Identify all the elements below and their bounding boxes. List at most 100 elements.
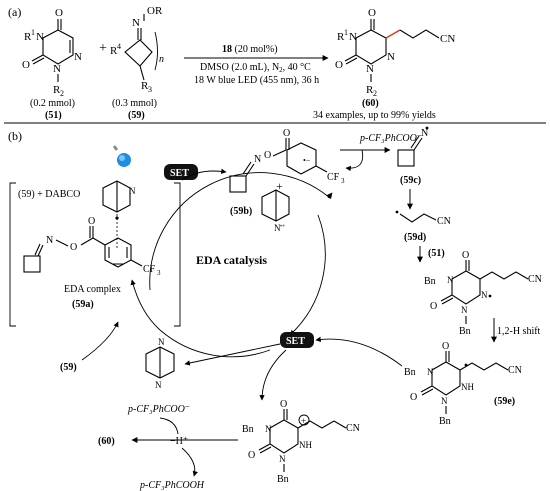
svg-text:p-CF₃PhCOOH: p-CF₃PhCOOH bbox=[139, 480, 205, 491]
plus-sign: + bbox=[99, 41, 107, 56]
svg-text:•−: •− bbox=[303, 156, 311, 165]
svg-text:R: R bbox=[366, 84, 374, 96]
svg-text:R: R bbox=[24, 31, 32, 43]
conditions-arrow: 18 (20 mol%) DMSO (2.0 mL), N2, 40 °C 18… bbox=[184, 44, 329, 86]
svg-text:EDA complex: EDA complex bbox=[64, 284, 121, 295]
deprotonation-step: (60) −H⁺ p-CF₃PhCOO⁻ p-CF₃PhCOOH bbox=[98, 404, 238, 491]
arrow-59e-to-set bbox=[315, 336, 403, 367]
svg-text:SET: SET bbox=[170, 168, 189, 179]
reactant-51: O O R 1 N N N R 2 (0.2 mmol) (51) bbox=[22, 7, 82, 121]
catalytic-cycle: EDA catalysis bbox=[130, 172, 333, 358]
reactant-51-id: (51) bbox=[45, 110, 62, 121]
svg-text:(59a): (59a) bbox=[72, 299, 94, 310]
svg-text:CF: CF bbox=[143, 264, 156, 275]
svg-text:OR: OR bbox=[147, 5, 163, 17]
svg-text:N: N bbox=[158, 337, 165, 347]
svg-text:1: 1 bbox=[31, 28, 35, 37]
svg-text:N: N bbox=[421, 128, 428, 139]
svg-text:O: O bbox=[88, 216, 95, 227]
svg-text:O: O bbox=[410, 392, 417, 403]
eda-complex-59a: (59) + DABCO N CF 3 O O N EDA complex (5… bbox=[9, 180, 181, 327]
species-59d: CN (59d) (51) bbox=[395, 210, 451, 263]
svg-text:N: N bbox=[53, 63, 61, 75]
svg-text:N: N bbox=[481, 290, 488, 300]
svg-text:O: O bbox=[283, 128, 290, 139]
svg-text:N: N bbox=[427, 367, 434, 377]
svg-text:1: 1 bbox=[344, 28, 348, 37]
svg-text:(60): (60) bbox=[98, 436, 115, 447]
svg-text:n: n bbox=[159, 54, 164, 65]
svg-text:CN: CN bbox=[508, 365, 522, 376]
species-59c: p-CF₃PhCOO⁻ N (59c) bbox=[340, 126, 429, 210]
product-60-id: (60) bbox=[362, 98, 379, 109]
svg-text:N: N bbox=[349, 31, 357, 43]
svg-text:N: N bbox=[36, 31, 44, 43]
arrow-set-to-cation bbox=[259, 349, 287, 401]
svg-text:O: O bbox=[55, 7, 63, 19]
svg-text:R: R bbox=[337, 31, 345, 43]
svg-text:CN: CN bbox=[528, 274, 542, 285]
reactant-59-amount: (0.3 mmol) bbox=[112, 98, 157, 109]
svg-text:SET: SET bbox=[286, 336, 305, 347]
svg-text:CN: CN bbox=[437, 216, 451, 227]
reactant-51-amount: (0.2 mmol) bbox=[30, 98, 75, 109]
product-60: O O R 1 N N N CN R 2 (60) 34 examples, u… bbox=[313, 7, 455, 121]
panel-b-label: (b) bbox=[8, 129, 22, 143]
svg-text:(59d): (59d) bbox=[404, 232, 426, 243]
species-59b: N O O •− CF 3 + N •+ (59b) bbox=[229, 128, 345, 233]
svg-text:3: 3 bbox=[341, 177, 345, 185]
svg-text:O: O bbox=[430, 301, 437, 312]
svg-text:3: 3 bbox=[157, 269, 161, 277]
product-yield-note: 34 examples, up to 99% yields bbox=[313, 110, 436, 121]
radical-adduct: O N N N Bn O Bn CN bbox=[424, 250, 542, 337]
arrow-eda-to-59b bbox=[181, 168, 227, 181]
svg-text:(59) + DABCO: (59) + DABCO bbox=[18, 189, 80, 200]
svg-text:R: R bbox=[53, 84, 61, 96]
svg-text:O: O bbox=[280, 399, 287, 410]
svg-text:O: O bbox=[264, 150, 271, 161]
svg-text:Bn: Bn bbox=[439, 416, 451, 427]
svg-text:N: N bbox=[441, 396, 448, 406]
dabco-regen: N N (59) bbox=[60, 321, 281, 390]
svg-text:+: + bbox=[301, 416, 306, 426]
svg-text:N: N bbox=[279, 454, 286, 464]
svg-text:Bn: Bn bbox=[459, 326, 471, 337]
svg-text:R: R bbox=[110, 45, 118, 57]
reactant-59-id: (59) bbox=[128, 110, 145, 121]
svg-text:p-CF₃PhCOO⁻: p-CF₃PhCOO⁻ bbox=[127, 404, 190, 415]
svg-text:18 W blue LED (455 nm), 36 h: 18 W blue LED (455 nm), 36 h bbox=[194, 75, 319, 86]
svg-text:N: N bbox=[447, 275, 454, 285]
svg-text:O: O bbox=[335, 59, 343, 71]
svg-text:−H⁺: −H⁺ bbox=[170, 436, 188, 447]
species-59e: O Bn N O NH N Bn CN (59e) bbox=[404, 341, 522, 427]
svg-text:DMSO (2.0 mL), N2, 40 °C: DMSO (2.0 mL), N2, 40 °C bbox=[200, 62, 311, 74]
svg-text:18 (20 mol%): 18 (20 mol%) bbox=[222, 44, 278, 55]
svg-text:N: N bbox=[461, 305, 468, 315]
svg-text:O: O bbox=[368, 7, 376, 19]
svg-text:4: 4 bbox=[117, 42, 121, 51]
svg-text:(59): (59) bbox=[60, 362, 77, 373]
svg-text:•+: •+ bbox=[280, 224, 286, 230]
svg-text:O: O bbox=[70, 242, 77, 253]
svg-text:2: 2 bbox=[60, 89, 64, 98]
svg-text:O: O bbox=[462, 250, 469, 261]
svg-text:p-CF₃PhCOO⁻: p-CF₃PhCOO⁻ bbox=[359, 133, 422, 144]
set-badge-top: SET bbox=[164, 164, 198, 180]
svg-text:Bn: Bn bbox=[424, 276, 436, 287]
svg-text:N: N bbox=[74, 51, 82, 63]
svg-text:NH: NH bbox=[299, 440, 312, 450]
svg-text:N: N bbox=[132, 17, 140, 29]
svg-text:N: N bbox=[265, 424, 272, 434]
svg-text:(59b): (59b) bbox=[230, 206, 252, 217]
svg-text:(59e): (59e) bbox=[494, 396, 515, 407]
blue-light-icon bbox=[112, 145, 131, 167]
svg-text:N: N bbox=[155, 380, 162, 390]
svg-text:Bn: Bn bbox=[404, 367, 416, 378]
svg-text:N: N bbox=[387, 51, 395, 63]
svg-text:CN: CN bbox=[440, 33, 455, 45]
panel-a-label: (a) bbox=[8, 5, 21, 19]
svg-text:O: O bbox=[22, 59, 30, 71]
svg-text:N: N bbox=[366, 63, 374, 75]
